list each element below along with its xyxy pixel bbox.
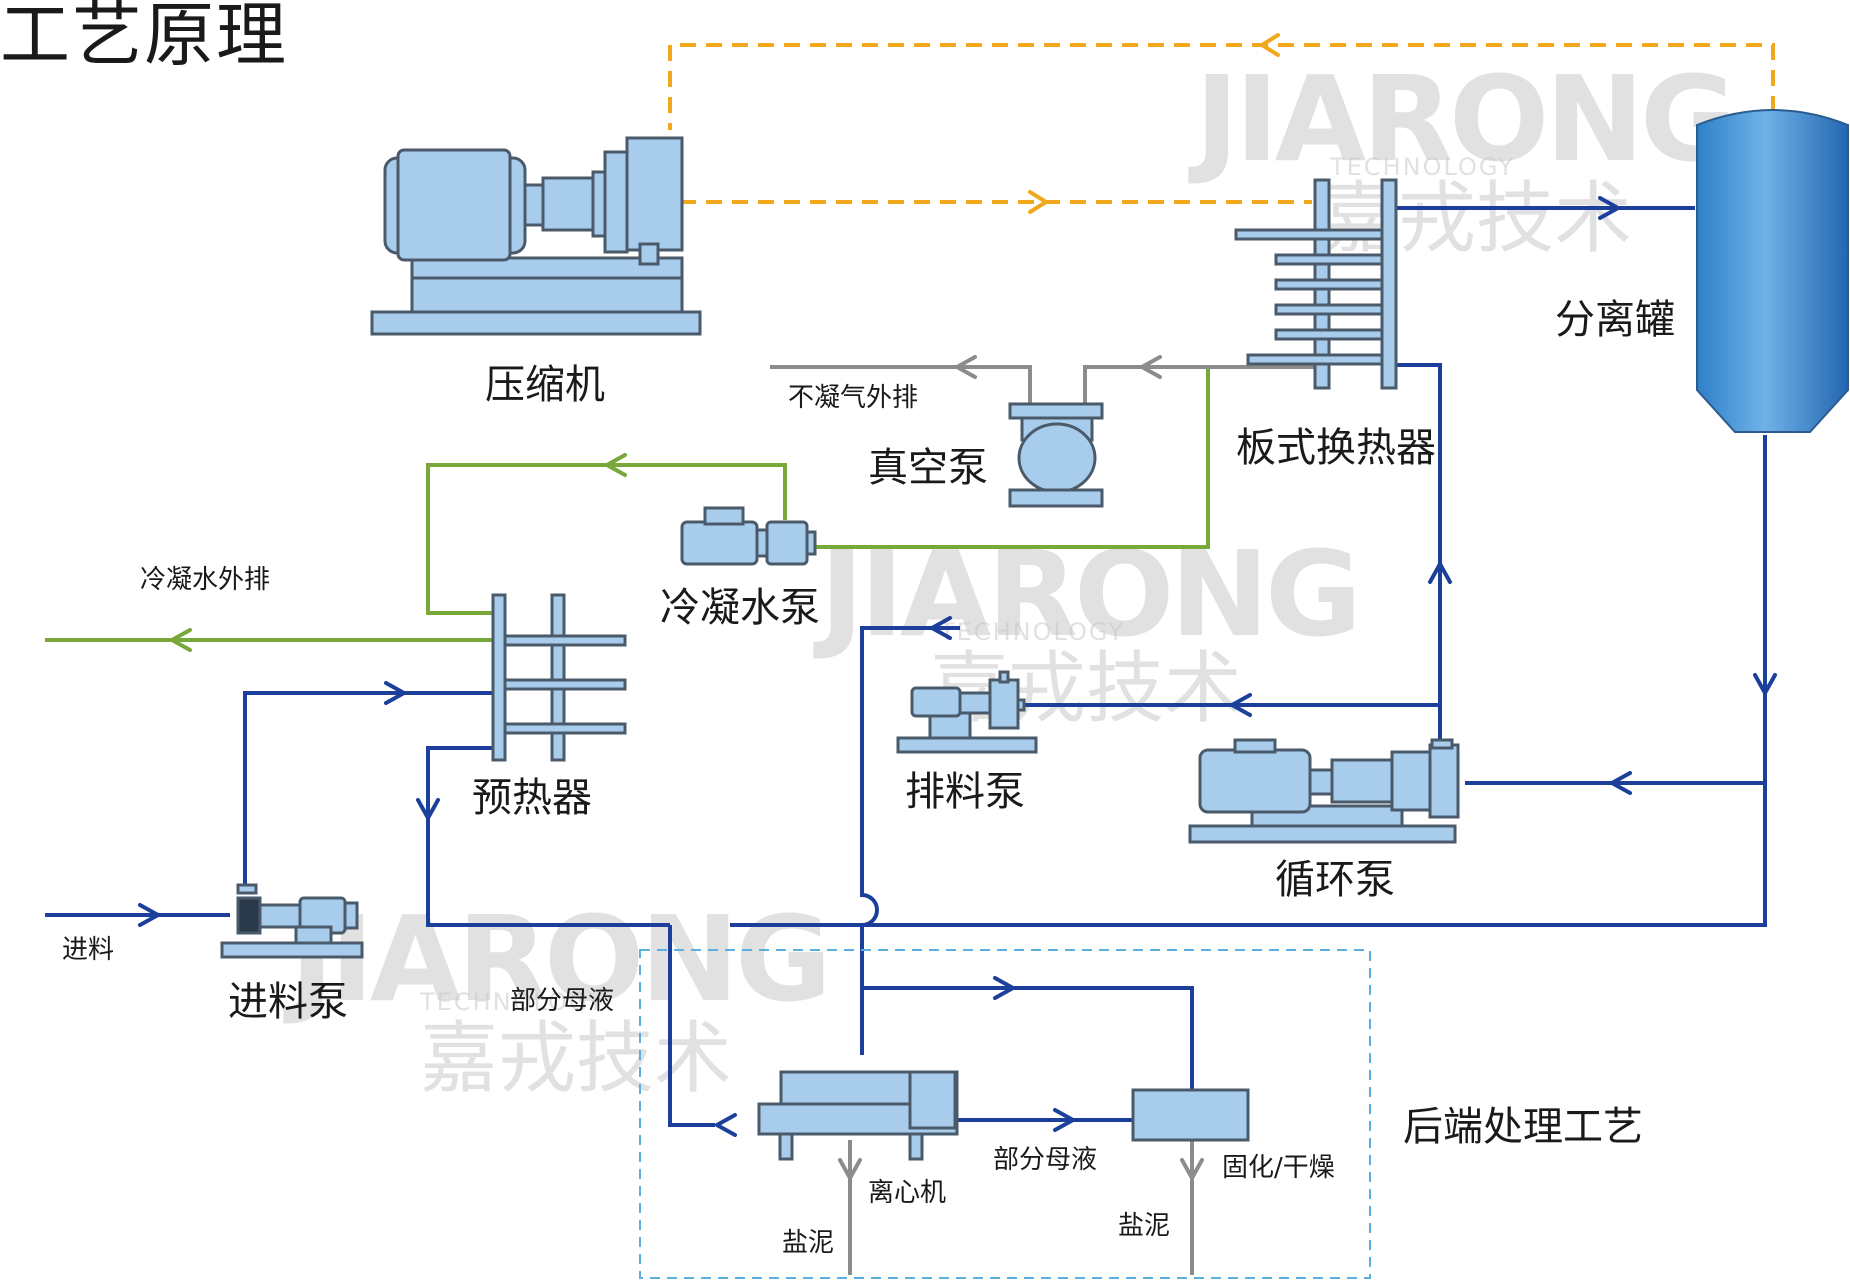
pipe-feedpump-to-preheater <box>243 691 493 888</box>
arrow-to-solidify <box>1053 1108 1075 1132</box>
centrifuge <box>757 1070 959 1161</box>
label-solidify-dry: 固化/干燥 <box>1222 1153 1335 1183</box>
label-condensate-out: 冷凝水外排 <box>140 565 271 595</box>
label-condensate-pump: 冷凝水泵 <box>660 585 820 631</box>
label-plate-exchanger: 板式换热器 <box>1236 425 1436 471</box>
feed-pump <box>220 883 364 959</box>
label-vacuum-pump: 真空泵 <box>868 445 988 491</box>
pipe-preheater-down <box>426 746 670 927</box>
vacuum-pump <box>1008 402 1104 508</box>
arrow-gas-2 <box>955 355 977 379</box>
label-discharge-pump: 排料泵 <box>905 769 1025 815</box>
arrow-discharge-up <box>930 616 952 640</box>
arrow-to-preheater <box>384 681 406 705</box>
plate-heat-exchanger <box>1234 178 1398 390</box>
label-salt-mud-1: 盐泥 <box>782 1228 835 1258</box>
compressor <box>370 136 702 336</box>
arrow-salt-1 <box>838 1158 862 1180</box>
circulation-pump <box>1188 738 1460 844</box>
label-centrifuge: 离心机 <box>868 1178 947 1208</box>
pipe-tank-down <box>730 435 1767 927</box>
arrow-preheater-down <box>416 798 440 820</box>
label-backend-section: 后端处理工艺 <box>1403 1104 1643 1150</box>
arrow-condensate-out <box>170 628 192 652</box>
arrow-gas-1 <box>1140 355 1162 379</box>
watermark-logo-3: JIARONG <box>290 890 832 1028</box>
arrow-backend-top <box>993 976 1015 1000</box>
label-compressor: 压缩机 <box>485 362 605 408</box>
label-salt-mud-2: 盐泥 <box>1118 1211 1171 1241</box>
label-partial-mother-liquor-2: 部分母液 <box>993 1145 1098 1175</box>
backend-section-box <box>639 949 1371 1279</box>
arrow-to-discharge <box>1230 693 1252 717</box>
preheater <box>491 593 627 762</box>
arrow-steam-mid <box>1028 190 1048 214</box>
steam-line-top <box>668 43 1775 130</box>
gas-vacuum-to-exhaust <box>770 365 1032 405</box>
watermark-logo-2: JIARONG <box>820 525 1362 663</box>
pipe-backend-top-loop <box>862 986 1194 1090</box>
pipe-to-backend <box>668 925 715 1127</box>
arrow-to-circ <box>1610 771 1632 795</box>
watermark-cn-1: 嘉戎技术 <box>1320 174 1633 264</box>
label-circulation-pump: 循环泵 <box>1275 857 1395 903</box>
arrow-circ-up <box>1428 562 1452 584</box>
discharge-pump <box>896 670 1038 754</box>
arrow-steam-top <box>1260 33 1280 57</box>
arrow-salt-2 <box>1180 1158 1204 1180</box>
arrow-feed-in <box>138 903 160 927</box>
label-separator: 分离罐 <box>1555 297 1675 343</box>
watermark-logo-1: JIARONG <box>1195 50 1737 188</box>
pipe-circ-to-exchanger <box>1397 363 1442 740</box>
condensate-pump <box>680 506 817 566</box>
watermark-cn-2: 嘉戎技术 <box>930 644 1243 734</box>
pipe-discharge-loop <box>860 626 960 1055</box>
watermark-sub-3: TECHNOLOGY <box>420 988 605 1016</box>
arrow-tank-down <box>1753 673 1777 695</box>
arrow-to-tank <box>1598 196 1620 220</box>
arrow-backend-left <box>715 1113 737 1137</box>
watermark-sub-1: TECHNOLOGY <box>1330 153 1515 181</box>
page-title: 工艺原理 <box>0 0 288 76</box>
label-feed-pump: 进料泵 <box>228 979 348 1025</box>
solidify-dryer <box>1131 1088 1250 1142</box>
label-feed: 进料 <box>62 935 115 965</box>
condensate-pump-to-preheater <box>426 463 787 615</box>
gas-vacuum-out <box>1083 365 1315 405</box>
arrow-condensate-left <box>605 453 627 477</box>
separator-tank <box>1696 109 1849 433</box>
watermark-sub-2: TECHNOLOGY <box>940 618 1125 646</box>
watermark-cn-3: 嘉戎技术 <box>420 1014 733 1104</box>
label-partial-mother-liquor-1: 部分母液 <box>510 986 615 1016</box>
label-non-condensable: 不凝气外排 <box>788 383 919 413</box>
label-preheater: 预热器 <box>472 775 592 821</box>
